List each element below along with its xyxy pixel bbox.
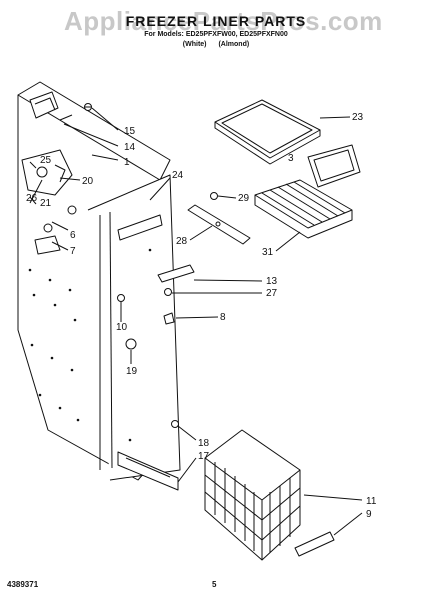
trim-24 <box>117 214 163 241</box>
variant-almond: (Almond) <box>218 41 250 48</box>
part-13 <box>157 264 195 283</box>
callout-label: 7 <box>70 246 76 257</box>
callout-label: 24 <box>172 170 184 181</box>
callout-label: 28 <box>176 236 188 247</box>
callout-label: 23 <box>352 112 364 123</box>
watermark: AppliancePartsPros.com <box>64 6 383 36</box>
shelf-23 <box>214 99 321 165</box>
callout-label: 15 <box>124 126 136 137</box>
callout-label: 26 <box>26 193 38 204</box>
callout-label: 27 <box>266 288 278 299</box>
callout-label: 29 <box>238 193 250 204</box>
callout-label: 8 <box>220 312 226 323</box>
callout-label: 14 <box>124 142 136 153</box>
color-variants: (White) (Almond) <box>0 41 432 48</box>
callout-label: 17 <box>198 451 210 462</box>
callout-label: 31 <box>262 247 274 258</box>
callout-label: 20 <box>82 176 94 187</box>
screw-10 <box>117 294 125 302</box>
basket-handle-9 <box>294 531 335 557</box>
callout-label: 1 <box>124 157 130 168</box>
callout-label: 10 <box>116 322 128 333</box>
model-list: For Models: ED25PFXFW00, ED25PFXFN00 <box>144 31 288 38</box>
callout-label: 3 <box>288 153 294 164</box>
part-19 <box>125 338 137 350</box>
callout-label: 19 <box>126 366 138 377</box>
callout-labels: 15 14 1 20 25 21 26 6 7 23 3 24 29 28 31… <box>26 112 377 520</box>
part-27 <box>164 288 172 296</box>
screw-29 <box>210 192 218 200</box>
shelf-rail-28 <box>187 204 251 245</box>
shelf-frame-3 <box>307 144 361 188</box>
callout-label: 9 <box>366 509 372 520</box>
page-title: FREEZER LINER PARTS <box>125 13 307 29</box>
variant-white: (White) <box>182 41 207 48</box>
leader-lines <box>29 107 363 536</box>
callout-label: 6 <box>70 230 76 241</box>
callout-label: 21 <box>40 198 52 209</box>
wire-shelf-31 <box>254 179 353 239</box>
page-number: 5 <box>212 580 217 589</box>
freezer-liner <box>17 81 181 481</box>
control-cluster <box>21 149 77 255</box>
callout-label: 18 <box>198 438 210 449</box>
basket-11 <box>204 429 301 561</box>
trim-17 <box>117 451 179 491</box>
document-part-number: 4389371 <box>7 580 39 589</box>
top-bracket <box>29 91 73 121</box>
screw-15 <box>84 103 92 111</box>
callout-label: 13 <box>266 276 278 287</box>
callout-label: 11 <box>366 496 377 507</box>
screw-18 <box>171 420 179 428</box>
callout-label: 25 <box>40 155 52 166</box>
clip-8 <box>163 312 175 325</box>
